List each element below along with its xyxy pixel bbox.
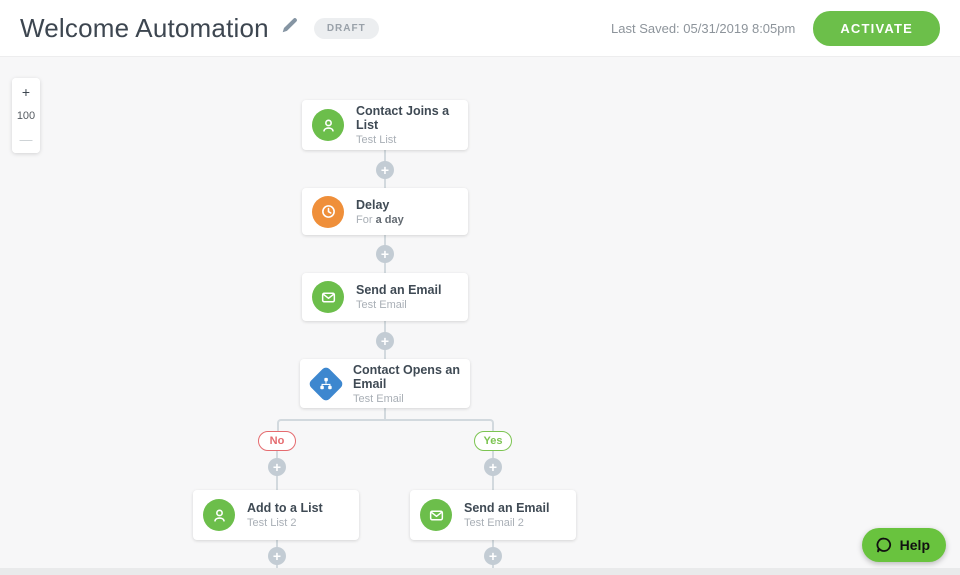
add-step-button[interactable]: + (484, 547, 502, 565)
clock-icon (312, 195, 344, 228)
branch-yes-label: Yes (474, 431, 512, 451)
add-step-button[interactable]: + (376, 332, 394, 350)
add-step-button[interactable]: + (376, 161, 394, 179)
email-icon (420, 499, 452, 531)
contact-icon (312, 109, 344, 141)
canvas-bottom-edge (0, 568, 960, 575)
header-bar: Welcome Automation DRAFT Last Saved: 05/… (0, 0, 960, 57)
activate-button[interactable]: ACTIVATE (813, 10, 940, 46)
node-title: Add to a List (247, 501, 323, 515)
node-title: Contact Opens an Email (353, 362, 460, 391)
add-step-button[interactable]: + (268, 547, 286, 565)
branch-no-label: No (258, 431, 296, 451)
connector-line (384, 408, 386, 421)
zoom-level: 100 (16, 110, 36, 122)
chat-bubble-icon (875, 536, 893, 554)
node-subtitle: Test Email 2 (464, 517, 524, 529)
contact-icon (203, 499, 235, 531)
node-send-an-email-2[interactable]: Send an Email Test Email 2 (410, 490, 576, 540)
add-step-button[interactable]: + (484, 458, 502, 476)
node-subtitle: Test List (356, 134, 397, 146)
node-add-to-a-list[interactable]: Add to a List Test List 2 (193, 490, 359, 540)
help-label: Help (899, 537, 930, 553)
status-badge: DRAFT (313, 17, 379, 39)
workflow-canvas: + 100 — + + + + + + + Contact Joins a Li… (0, 57, 960, 575)
node-title: Send an Email (464, 501, 550, 515)
node-contact-opens-an-email[interactable]: Contact Opens an Email Test Email (300, 359, 470, 408)
edit-title-button[interactable] (281, 17, 298, 39)
pencil-icon (281, 17, 298, 39)
page-title: Welcome Automation (20, 12, 269, 43)
last-saved-text: Last Saved: 05/31/2019 8:05pm (611, 20, 796, 36)
node-title: Send an Email (356, 283, 442, 297)
node-contact-joins-a-list[interactable]: Contact Joins a List Test List (302, 100, 468, 150)
node-delay[interactable]: Delay For a day (302, 188, 468, 235)
branch-icon (307, 365, 345, 402)
node-subtitle: Test List 2 (247, 517, 297, 529)
zoom-control: + 100 — (12, 78, 40, 153)
node-subtitle: Test Email (356, 299, 407, 311)
email-icon (312, 281, 344, 313)
header-right-group: Last Saved: 05/31/2019 8:05pm ACTIVATE (611, 10, 940, 46)
node-subtitle: For a day (356, 213, 404, 226)
node-subtitle: Test Email (353, 392, 404, 405)
zoom-out-button[interactable]: — (12, 126, 40, 153)
add-step-button[interactable]: + (268, 458, 286, 476)
node-title: Contact Joins a List (356, 104, 450, 132)
node-send-an-email[interactable]: Send an Email Test Email (302, 273, 468, 321)
help-button[interactable]: Help (861, 528, 946, 562)
zoom-in-button[interactable]: + (12, 78, 40, 106)
add-step-button[interactable]: + (376, 245, 394, 263)
branch-connector (277, 419, 494, 433)
node-title: Delay (356, 197, 390, 212)
